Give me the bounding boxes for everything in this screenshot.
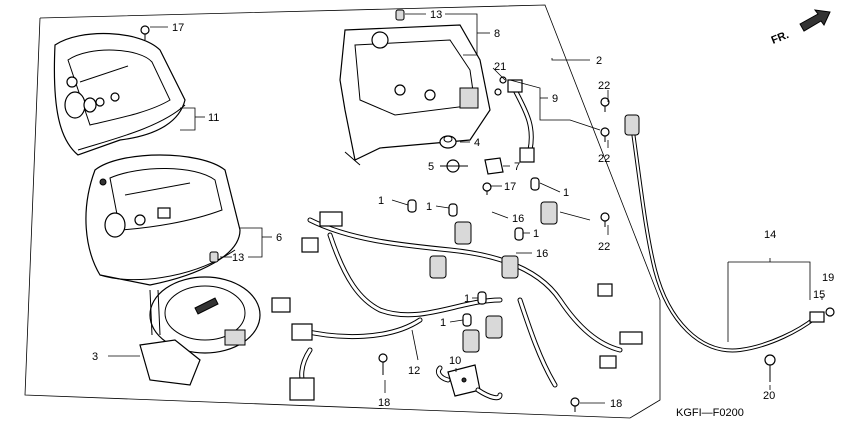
callout-18-left: 18 — [378, 397, 390, 409]
harness-clip — [484, 157, 504, 175]
screws — [140, 9, 610, 412]
meter-resistor-unit — [435, 364, 503, 401]
callout-12: 12 — [408, 365, 420, 377]
callout-22-mid: 22 — [598, 153, 610, 165]
assembly-boundary — [24, 4, 661, 419]
callout-11: 11 — [208, 112, 219, 124]
meter-upper-cover — [53, 32, 186, 156]
callout-17-screw: 17 — [172, 22, 184, 34]
callout-1-b: 1 — [426, 201, 432, 213]
callout-16-a: 16 — [512, 213, 524, 225]
callout-10: 10 — [449, 355, 461, 367]
callout-19: 19 — [822, 272, 834, 284]
cable-washer — [825, 307, 835, 317]
callout-8: 8 — [494, 28, 500, 40]
bulb-sockets — [429, 201, 558, 353]
indicator-bulbs — [407, 177, 540, 327]
callout-2: 2 — [596, 55, 602, 67]
cable-screw — [764, 354, 776, 382]
callout-14: 14 — [764, 229, 776, 241]
meter-sub-harness — [507, 79, 535, 163]
callout-9: 9 — [552, 93, 558, 105]
callout-21: 21 — [494, 61, 506, 73]
callout-22-low: 22 — [598, 241, 610, 253]
callout-labels: 17 13 8 2 21 9 22 22 22 4 5 7 17 1 1 1 1… — [92, 9, 834, 410]
callout-13-case: 13 — [232, 252, 244, 264]
callout-1-e: 1 — [464, 293, 470, 305]
meter-grommet — [439, 135, 457, 149]
callout-15: 15 — [813, 289, 825, 301]
callout-13-top: 13 — [430, 9, 442, 21]
leader-lines — [108, 13, 823, 404]
callout-6: 6 — [276, 232, 282, 244]
callout-1-d: 1 — [533, 228, 539, 240]
callout-16-b: 16 — [536, 248, 548, 260]
meter-base — [339, 24, 491, 166]
callout-20: 20 — [763, 390, 775, 402]
callout-1-a: 1 — [378, 195, 384, 207]
callout-17-harness: 17 — [504, 181, 516, 193]
meter-lower-case — [85, 154, 241, 286]
callout-1-f: 1 — [440, 317, 446, 329]
callout-7: 7 — [514, 161, 520, 173]
callout-18-right: 18 — [610, 398, 622, 410]
front-direction-arrow: FR. — [770, 9, 831, 47]
callout-5: 5 — [428, 161, 434, 173]
callout-3: 3 — [92, 351, 98, 363]
callout-1-c: 1 — [563, 187, 569, 199]
callout-4: 4 — [474, 137, 480, 149]
callout-22-top: 22 — [598, 80, 610, 92]
speedometer-cable — [624, 114, 825, 353]
direction-label: FR. — [770, 29, 791, 47]
diagram-code: KGFI—F0200 — [676, 407, 744, 419]
speedometer-unit — [139, 276, 261, 386]
main-wire-harness — [271, 211, 643, 401]
